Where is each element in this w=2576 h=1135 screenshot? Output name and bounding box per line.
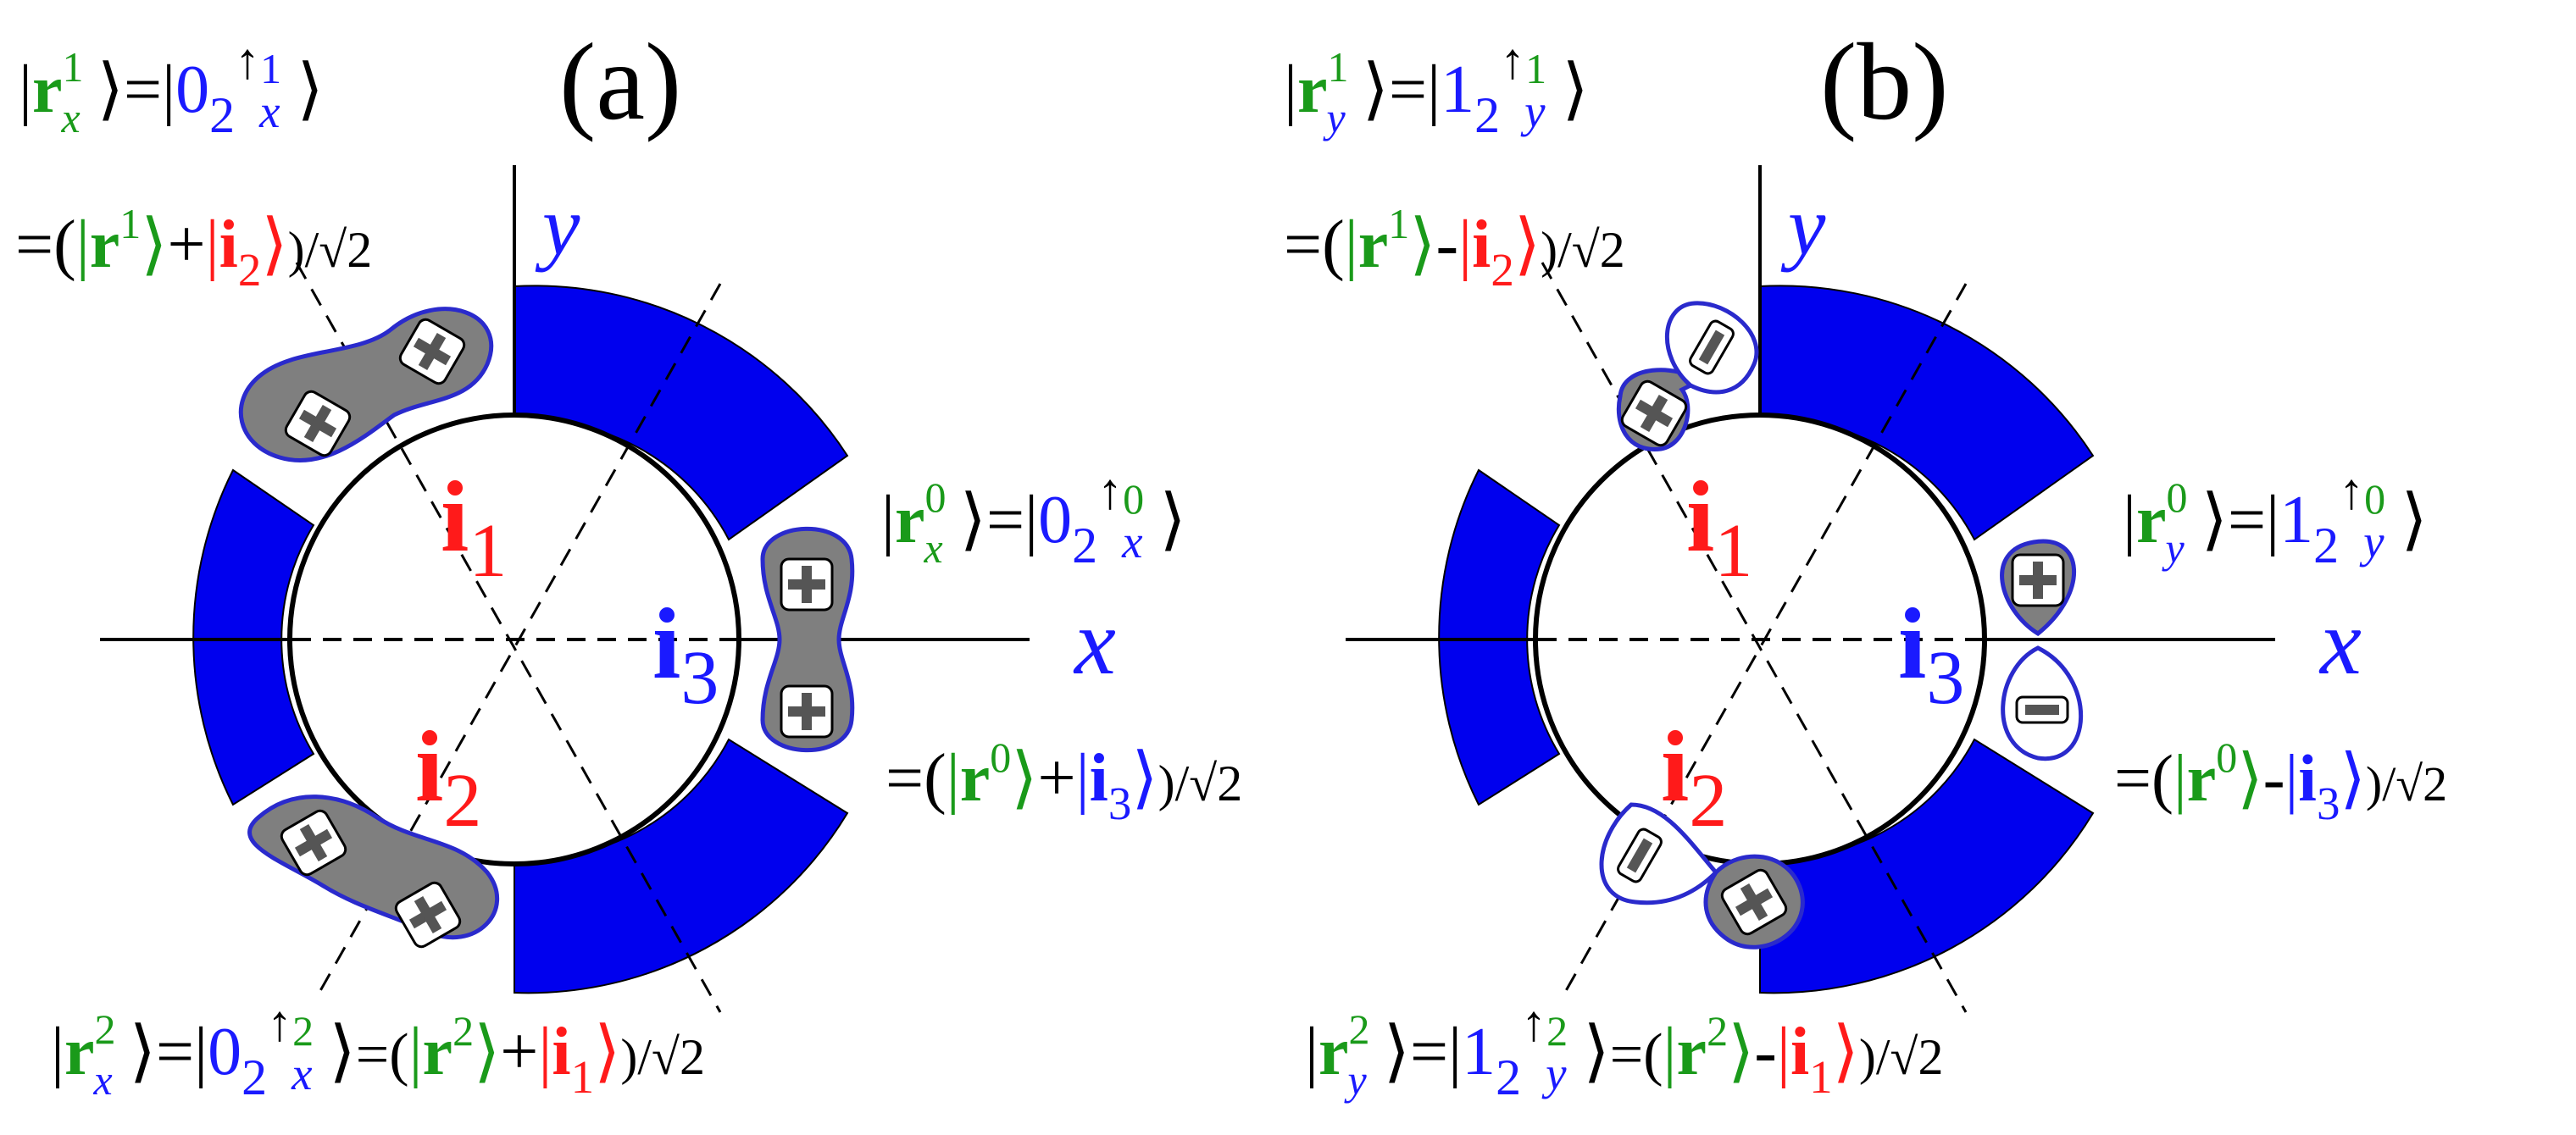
panel-b [1346, 165, 2275, 1013]
axis-x-label-b: x [2318, 590, 2362, 694]
state-label-a-top-line2: =(|r1⟩+|i2⟩)/√2 [15, 200, 372, 296]
axis-x-label-a: x [1073, 590, 1116, 694]
lobe-sign-right-2 [780, 684, 834, 739]
state-label-b-right-line2: =(|r0⟩-|i3⟩)/√2 [2114, 734, 2447, 829]
state-label-b-top-line2: =(|r1⟩-|i2⟩)/√2 [1284, 200, 1625, 296]
lobe-sign-right-b-2 [2015, 695, 2069, 724]
lobe-pair-lower [247, 794, 500, 951]
lobe-pair-right-b [2000, 539, 2084, 761]
state-label-a-right-line2: =(|r0⟩+|i3⟩)/√2 [886, 734, 1242, 829]
site-i1-b: i1 [1686, 460, 1752, 593]
lobe-sign-right-1 [780, 557, 834, 612]
site-i3-a: i3 [652, 587, 719, 720]
site-i1-a: i1 [441, 460, 507, 593]
lobe-pair-right [760, 526, 855, 753]
axis-y-label-a: y [535, 179, 580, 273]
panel-a [100, 165, 1030, 1013]
sector-left-b [1438, 468, 1561, 806]
lobe-pair-upper [238, 307, 494, 463]
site-i2-a: i2 [415, 710, 481, 843]
diag-1 [295, 262, 722, 1013]
axis-y-label-b: y [1780, 179, 1826, 273]
site-i3-b: i3 [1898, 587, 1964, 720]
diag-1-b [1541, 262, 1968, 1013]
panel-label-b: (b) [1820, 21, 1949, 143]
panel-label-a: (a) [559, 21, 681, 143]
lobe-sign-right-b-1 [2011, 553, 2065, 607]
lobe-pair-lower-b [1599, 802, 1805, 950]
site-i2-b: i2 [1661, 710, 1727, 843]
lobe-pair-upper-b [1616, 301, 1759, 451]
sector-left [192, 468, 315, 806]
